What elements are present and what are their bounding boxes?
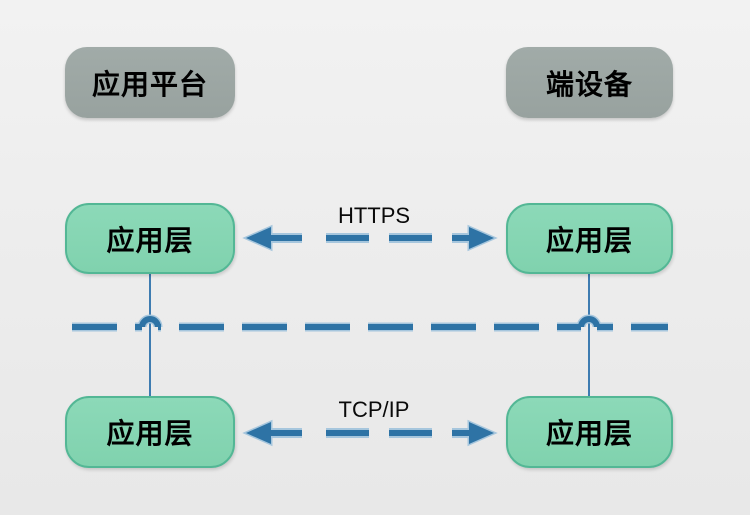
node-device-app-layer-bottom: 应用层	[506, 396, 673, 468]
node-platform-header: 应用平台	[65, 47, 235, 118]
tcpip-connection-arrow	[242, 419, 498, 447]
node-device-header: 端设备	[506, 47, 673, 118]
https-link-label: HTTPS	[337, 203, 411, 228]
line-jump-right	[578, 316, 600, 328]
network-boundary-line	[72, 314, 668, 332]
line-jump-left	[139, 316, 161, 328]
node-device-app-layer-top: 应用层	[506, 203, 673, 274]
node-platform-app-layer-top: 应用层	[65, 203, 235, 274]
node-platform-app-layer-bottom: 应用层	[65, 396, 235, 468]
tcpip-link-label: TCP/IP	[338, 397, 410, 422]
https-connection-arrow	[242, 224, 498, 252]
